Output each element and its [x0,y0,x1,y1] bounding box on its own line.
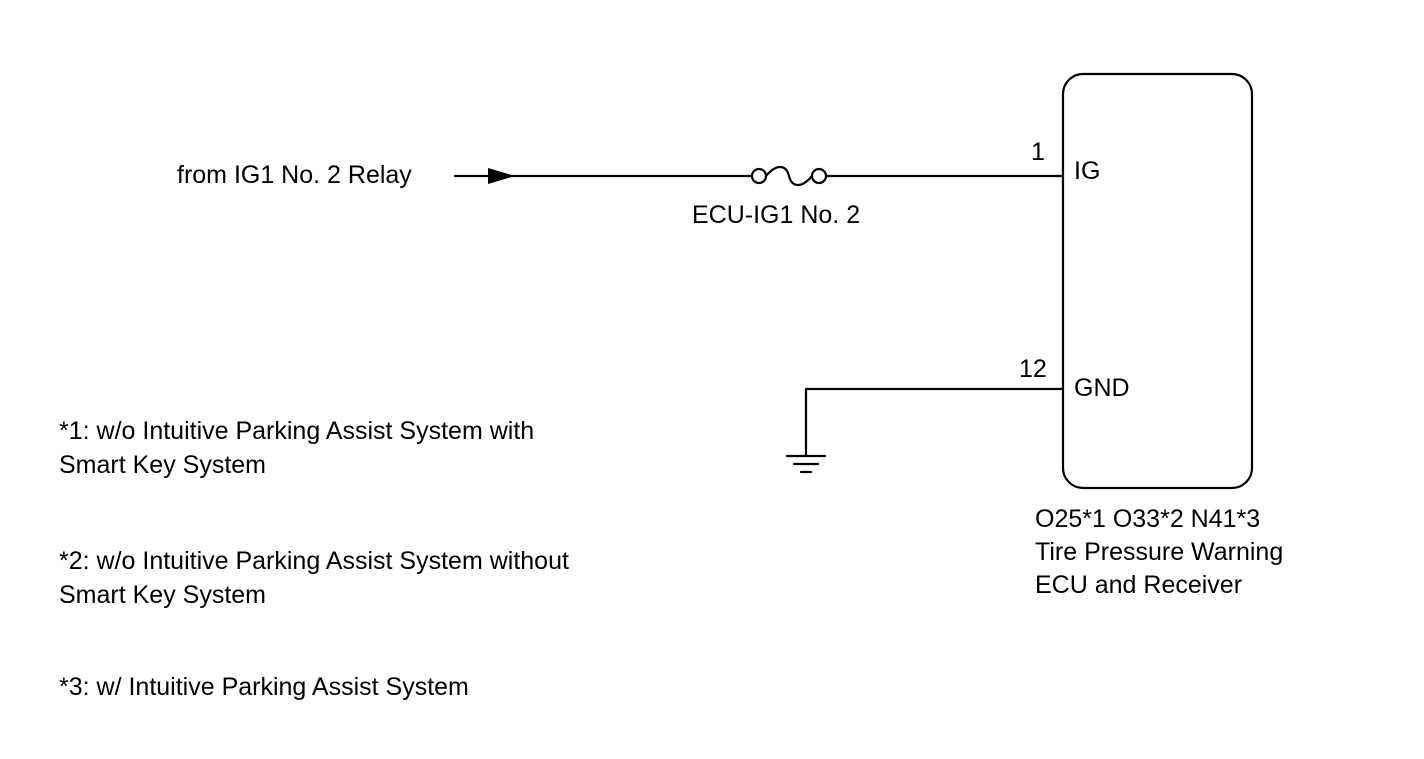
ecu-connectors: O25*1 O33*2 N41*3 [1035,505,1261,533]
source-label: from IG1 No. 2 Relay [177,161,412,189]
fuse-label: ECU-IG1 No. 2 [692,201,861,229]
note-3-line1: *3: w/ Intuitive Parking Assist System [59,673,469,701]
ground-icon [785,454,827,474]
note-2-line1: *2: w/o Intuitive Parking Assist System … [59,547,569,575]
pin-number-ig: 1 [1031,138,1045,166]
fuse-icon [750,165,828,187]
note-1-line1: *1: w/o Intuitive Parking Assist System … [59,417,535,445]
ecu-name-line1: Tire Pressure Warning [1035,538,1284,566]
note-2-line2: Smart Key System [59,581,266,609]
pin-name-ig: IG [1074,157,1101,185]
wire-ground [804,387,1065,458]
note-1-line2: Smart Key System [59,451,266,479]
ecu-box [1061,72,1254,490]
arrow-right-icon [488,168,515,184]
pin-name-gnd: GND [1074,374,1130,402]
pin-number-gnd: 12 [1019,355,1047,383]
ecu-name-line2: ECU and Receiver [1035,571,1243,599]
